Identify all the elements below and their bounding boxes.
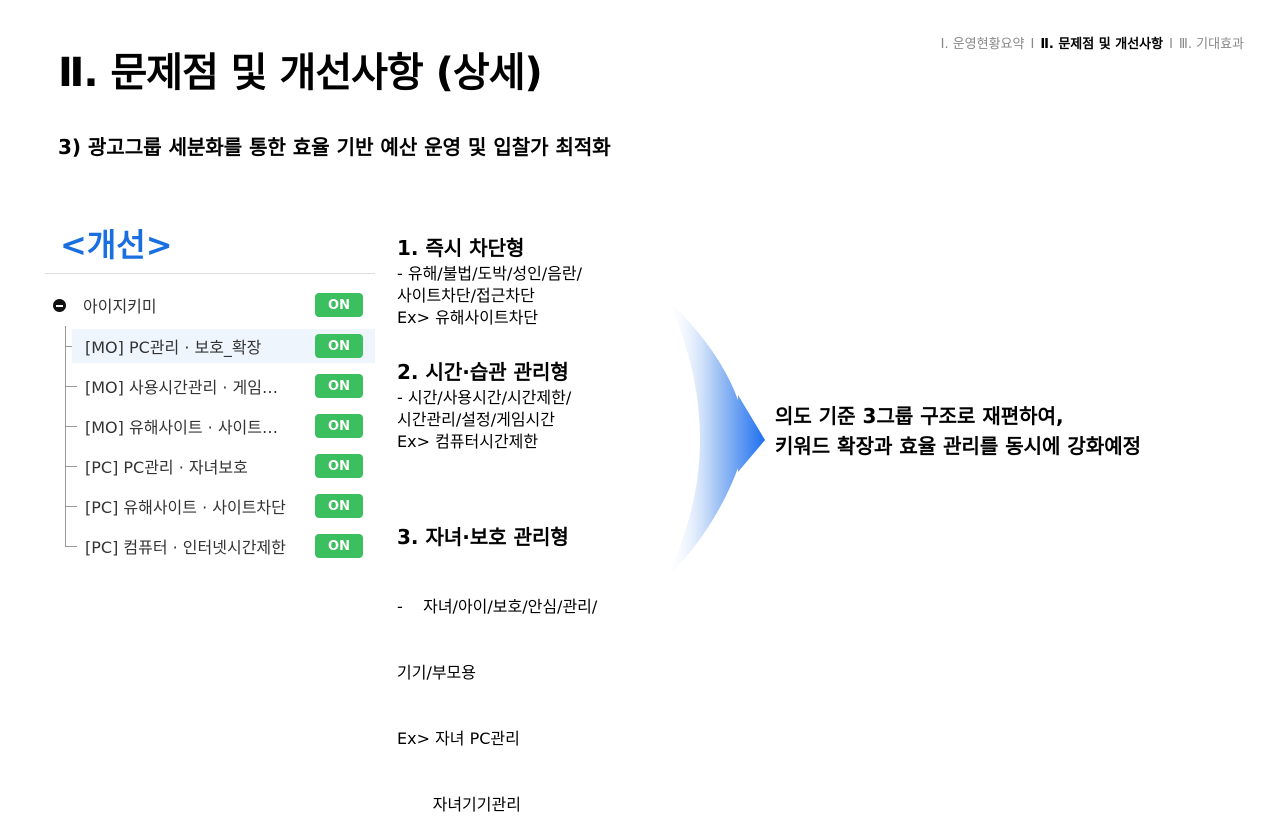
adgroup-row[interactable]: [MO] PC관리 · 보호_확장 ON [72, 329, 375, 363]
conclusion: 의도 기준 3그룹 구조로 재편하여, 키워드 확장과 효율 관리를 동시에 강… [775, 401, 1141, 461]
adgroup-name: [MO] 유해사이트 · 사이트… [85, 418, 278, 437]
conclusion-line: 의도 기준 3그룹 구조로 재편하여, [775, 404, 1064, 428]
section-nav: Ⅰ. 운영현황요약 I Ⅱ. 문제점 및 개선사항 I Ⅲ. 기대효과 [941, 33, 1244, 52]
nav-item-summary[interactable]: Ⅰ. 운영현황요약 [940, 37, 1025, 52]
group-block-1: 1. 즉시 차단형 - 유해/불법/도박/성인/음란/ 사이트차단/접근차단 E… [397, 233, 582, 329]
status-toggle[interactable]: ON [315, 414, 363, 438]
nav-item-issues[interactable]: Ⅱ. 문제점 및 개선사항 [1040, 37, 1164, 52]
adgroup-row[interactable]: [MO] 사용시간관리 · 게임… ON [45, 369, 375, 403]
adgroup-name: [PC] 컴퓨터 · 인터넷시간제한 [85, 538, 286, 557]
section-label: <개선> [60, 226, 173, 264]
group-title: 3. 자녀·보호 관리형 [397, 525, 569, 549]
group-line: - 시간/사용시간/시간제한/ [397, 388, 572, 407]
adgroup-name: [PC] PC관리 · 자녀보호 [85, 458, 248, 477]
adgroup-name: [MO] PC관리 · 보호_확장 [85, 338, 262, 357]
arrow-icon [665, 300, 765, 580]
group-title: 2. 시간·습관 관리형 [397, 360, 569, 384]
group-block-2: 2. 시간·습관 관리형 - 시간/사용시간/시간제한/ 시간관리/설정/게임시… [397, 357, 571, 453]
conclusion-line: 키워드 확장과 효율 관리를 동시에 강화예정 [775, 434, 1142, 458]
adgroup-name: [MO] 사용시간관리 · 게임… [85, 378, 278, 397]
collapse-icon[interactable] [53, 298, 66, 312]
group-line: Ex> 유해사이트차단 [397, 308, 539, 327]
group-line: - 자녀/아이/보호/안심/관리/ [397, 597, 598, 616]
status-toggle[interactable]: ON [315, 534, 363, 558]
nav-separator: I [1030, 37, 1035, 52]
status-toggle[interactable]: ON [315, 494, 363, 518]
adgroup-row[interactable]: [PC] PC관리 · 자녀보호 ON [45, 449, 375, 483]
page-title: Ⅱ. 문제점 및 개선사항 (상세) [58, 50, 543, 96]
campaign-name: 아이지키미 [83, 297, 157, 316]
adgroup-row[interactable]: [PC] 유해사이트 · 사이트차단 ON [45, 489, 375, 523]
group-title: 1. 즉시 차단형 [397, 236, 525, 260]
group-line: Ex> 자녀 PC관리 [397, 729, 520, 748]
group-line: 기기/부모용 [397, 663, 476, 682]
group-line: 시간관리/설정/게임시간 [397, 410, 555, 429]
adgroup-name: [PC] 유해사이트 · 사이트차단 [85, 498, 286, 517]
status-toggle[interactable]: ON [315, 374, 363, 398]
status-toggle[interactable]: ON [315, 293, 363, 317]
group-block-3: 3. 자녀·보호 관리형 - 자녀/아이/보호/안심/관리/ 기기/부모용 Ex… [397, 478, 597, 838]
subtitle: 3) 광고그룹 세분화를 통한 효율 기반 예산 운영 및 입찰가 최적화 [58, 135, 611, 159]
adgroup-row[interactable]: [PC] 컴퓨터 · 인터넷시간제한 ON [45, 529, 375, 563]
group-line: Ex> 컴퓨터시간제한 [397, 432, 539, 451]
status-toggle[interactable]: ON [315, 334, 363, 358]
group-line: - 유해/불법/도박/성인/음란/ [397, 264, 583, 283]
nav-separator: I [1169, 37, 1173, 52]
adgroup-tree: 아이지키미 ON [MO] PC관리 · 보호_확장 ON [MO] 사용시간관리… [45, 273, 375, 583]
nav-item-effects[interactable]: Ⅲ. 기대효과 [1178, 37, 1244, 52]
tree-line [65, 326, 66, 546]
adgroup-row[interactable]: [MO] 유해사이트 · 사이트… ON [45, 409, 375, 443]
campaign-row[interactable]: 아이지키미 ON [45, 288, 375, 322]
group-line: 자녀기기관리 [397, 795, 521, 814]
group-line: 사이트차단/접근차단 [397, 286, 535, 305]
status-toggle[interactable]: ON [315, 454, 363, 478]
